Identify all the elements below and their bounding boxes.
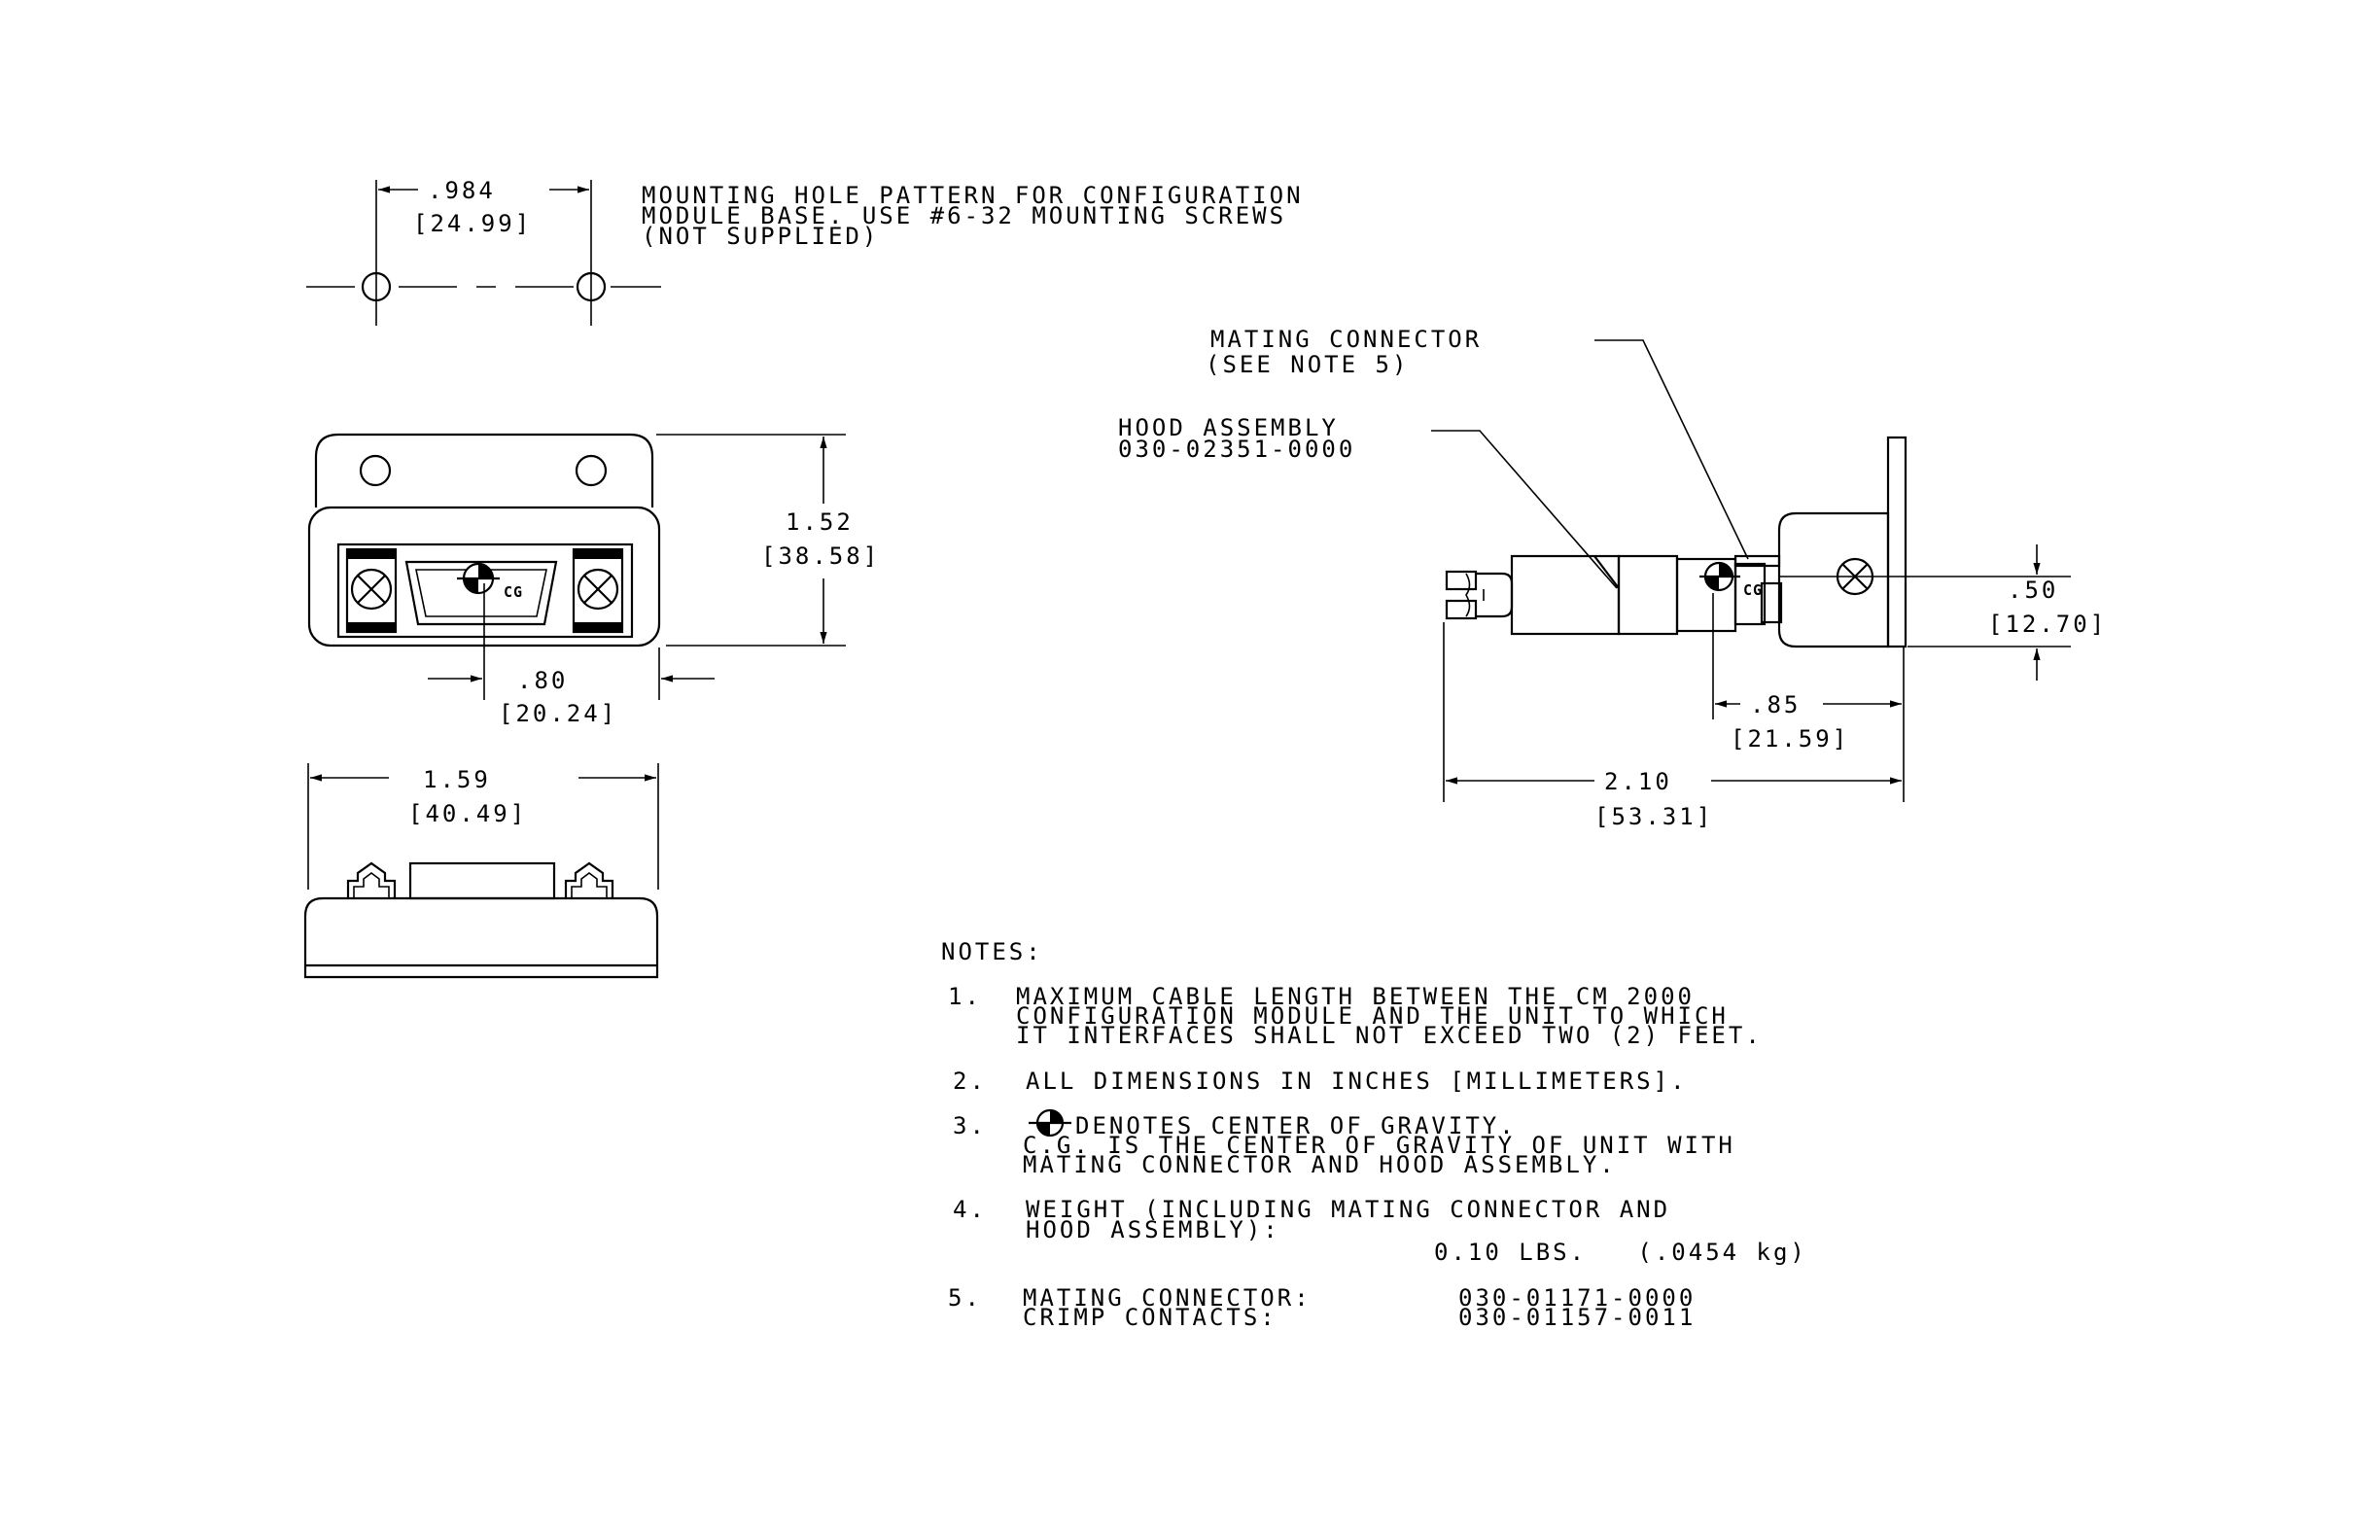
side-dim-210: 2.10 [1604, 768, 1672, 795]
side-dim-50: .50 [2008, 577, 2058, 604]
mounting-note-line-2: MODULE BASE. USE #6-32 MOUNTING SCREWS [642, 202, 1286, 229]
hood-assembly-label-1: HOOD ASSEMBLY [1118, 414, 1339, 441]
note-1-line-3: IT INTERFACES SHALL NOT EXCEED TWO (2) F… [1016, 1022, 1763, 1049]
mounting-note-line-3: (NOT SUPPLIED) [642, 223, 879, 250]
note-4-line-2: HOOD ASSEMBLY): [1026, 1216, 1280, 1243]
front-view: CG 1.52 [38.58] .80 [20.24] [307, 433, 880, 727]
mounting-hole-left [361, 271, 392, 302]
note-5-label-1: MATING CONNECTOR: [1023, 1284, 1312, 1312]
mounting-dim-mm: [24.99] [413, 210, 532, 237]
mounting-dim: .984 [428, 177, 496, 204]
mating-connector-label-2: (SEE NOTE 5) [1206, 351, 1409, 378]
note-1-line-1: MAXIMUM CABLE LENGTH BETWEEN THE CM 2000 [1016, 983, 1695, 1010]
front-height-dim-mm: [38.58] [761, 542, 880, 570]
hood-assembly-label-2: 030-02351-0000 [1118, 436, 1355, 463]
front-cg-symbol [457, 562, 500, 595]
front-mount-hole-right [575, 454, 608, 487]
bottom-view: 1.59 [40.49] [303, 763, 659, 979]
front-cg-label: CG [504, 583, 523, 601]
note-3-cg-symbol [1029, 1108, 1071, 1138]
mating-connector-label-1: MATING CONNECTOR [1210, 326, 1482, 353]
side-dim-85-mm: [21.59] [1731, 725, 1849, 752]
mounting-hole-pattern: .984 [24.99] MOUNTING HOLE PATTERN FOR C… [306, 177, 1304, 326]
front-cg-offset-dim: .80 [517, 667, 568, 694]
notes-title: NOTES: [941, 938, 1043, 965]
note-5-number: 5. [948, 1284, 982, 1312]
note-4-weight: 0.10 LBS. (.0454 kg) [1434, 1239, 1807, 1266]
mounting-note-line-1: MOUNTING HOLE PATTERN FOR CONFIGURATION [642, 182, 1304, 209]
note-5-part-1: 030-01171-0000 [1458, 1284, 1696, 1312]
note-4-line-1: WEIGHT (INCLUDING MATING CONNECTOR AND [1026, 1196, 1670, 1223]
note-1-line-2: CONFIGURATION MODULE AND THE UNIT TO WHI… [1016, 1002, 1729, 1030]
note-3-line-3: MATING CONNECTOR AND HOOD ASSEMBLY. [1023, 1151, 1617, 1178]
note-3-line-2: C.G. IS THE CENTER OF GRAVITY OF UNIT WI… [1023, 1132, 1735, 1159]
note-1-number: 1. [948, 983, 982, 1010]
side-cg-symbol [1699, 561, 1740, 592]
front-cg-offset-dim-mm: [20.24] [499, 700, 617, 727]
side-cg-label: CG [1743, 581, 1763, 599]
note-5-part-2: 030-01157-0011 [1458, 1304, 1696, 1331]
side-view: MATING CONNECTOR (SEE NOTE 5) HOOD ASSEM… [1118, 326, 2107, 830]
note-3-line-1: DENOTES CENTER OF GRAVITY. [1075, 1112, 1517, 1139]
side-dim-50-mm: [12.70] [1988, 611, 2107, 638]
side-dim-210-mm: [53.31] [1594, 803, 1713, 830]
note-5-label-2: CRIMP CONTACTS: [1023, 1304, 1278, 1331]
front-mount-hole-left [359, 454, 392, 487]
side-dim-85: .85 [1750, 691, 1801, 718]
note-2-number: 2. [953, 1068, 987, 1095]
note-4-number: 4. [953, 1196, 987, 1223]
mounting-hole-right [576, 271, 607, 302]
note-2-text: ALL DIMENSIONS IN INCHES [MILLIMETERS]. [1026, 1068, 1688, 1095]
bottom-width-dim-mm: [40.49] [408, 800, 527, 827]
note-3-number: 3. [953, 1112, 987, 1139]
front-height-dim: 1.52 [786, 508, 854, 536]
notes: NOTES: 1. MAXIMUM CABLE LENGTH BETWEEN T… [941, 938, 1807, 1331]
bottom-width-dim: 1.59 [423, 766, 491, 793]
